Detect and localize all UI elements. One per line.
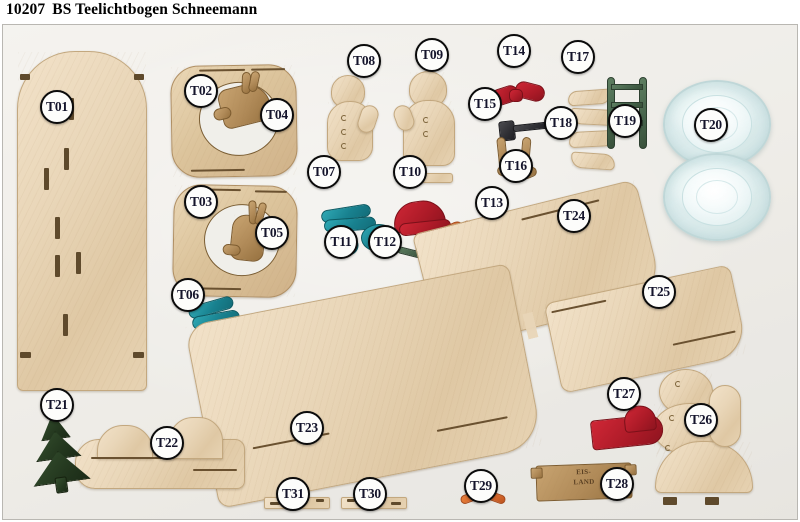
part-label-T08: T08 — [347, 44, 381, 78]
part-label-T09: T09 — [415, 38, 449, 72]
product-name: BS Teelichtbogen Schneemann — [52, 1, 258, 18]
part-label-T14: T14 — [497, 34, 531, 68]
part-label-T18: T18 — [544, 106, 578, 140]
part-label-T24: T24 — [557, 199, 591, 233]
part-label-T30: T30 — [353, 477, 387, 511]
part-label-T12: T12 — [368, 225, 402, 259]
part-label-T13: T13 — [475, 186, 509, 220]
part-label-T29: T29 — [464, 469, 498, 503]
part-label-T03: T03 — [184, 185, 218, 219]
part-label-T10: T10 — [393, 155, 427, 189]
part-label-T19: T19 — [608, 104, 642, 138]
part-label-T31: T31 — [276, 477, 310, 511]
part-label-T06: T06 — [171, 278, 205, 312]
page-title: 10207 BS Teelichtbogen Schneemann — [6, 1, 257, 19]
part-label-T27: T27 — [607, 377, 641, 411]
part-T20-lower — [663, 153, 771, 241]
part-label-T04: T04 — [260, 98, 294, 132]
part-label-T25: T25 — [642, 275, 676, 309]
part-T14 — [489, 79, 547, 111]
part-label-T16: T16 — [499, 149, 533, 183]
part-label-T15: T15 — [468, 87, 502, 121]
part-label-T21: T21 — [40, 388, 74, 422]
part-label-T23: T23 — [290, 411, 324, 445]
part-label-T28: T28 — [600, 467, 634, 501]
part-label-T22: T22 — [150, 426, 184, 460]
part-label-T17: T17 — [561, 40, 595, 74]
part-label-T11: T11 — [324, 225, 358, 259]
part-label-T01: T01 — [40, 90, 74, 124]
part-label-T26: T26 — [684, 403, 718, 437]
article-number: 10207 — [6, 1, 46, 18]
part-label-T07: T07 — [307, 155, 341, 189]
part-label-T02: T02 — [184, 74, 218, 108]
part-label-T05: T05 — [255, 216, 289, 250]
part-label-T20: T20 — [694, 108, 728, 142]
